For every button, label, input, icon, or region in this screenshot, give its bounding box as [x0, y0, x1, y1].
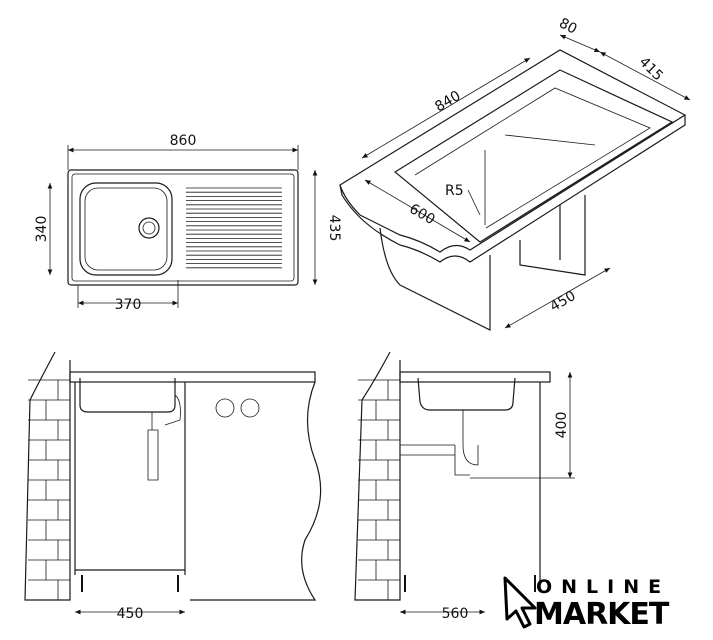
- front-elevation: 450: [24, 351, 322, 622]
- wall-brick: [358, 519, 400, 540]
- logo-line1: ONLINE: [536, 576, 670, 598]
- wall-brick: [28, 519, 70, 540]
- wall-brick: [28, 559, 70, 580]
- wall-brick: [358, 579, 400, 600]
- dim-length: 840: [432, 88, 463, 115]
- cursor-icon: [503, 576, 537, 629]
- wall-brick: [28, 399, 70, 420]
- wall-brick: [28, 419, 70, 440]
- wall-brick: [358, 439, 400, 460]
- dim-height: 400: [554, 412, 570, 439]
- iso-view: 840 80 415 R5 600 450: [339, 15, 691, 331]
- dim-width: 415: [636, 54, 666, 84]
- dim-depth: 435: [326, 215, 342, 242]
- wall-brick: [28, 479, 70, 500]
- wall-brick: [358, 399, 400, 420]
- dim-bowl-width: 370: [115, 297, 142, 313]
- side-elevation: 400 560: [354, 351, 575, 622]
- dim-cabinet-depth: 560: [442, 606, 469, 622]
- wall-brick: [28, 499, 70, 520]
- dim-width: 860: [170, 133, 197, 149]
- logo-line2: MARKET: [534, 597, 670, 632]
- wall-brick: [358, 499, 400, 520]
- wall-brick: [358, 559, 400, 580]
- wall-brick: [28, 579, 70, 600]
- wall-brick: [358, 379, 400, 400]
- dim-bowl-length: 600: [406, 201, 437, 228]
- wall-brick: [28, 379, 70, 400]
- wall-brick: [28, 539, 70, 560]
- dim-rim: 80: [556, 15, 579, 37]
- wall-brick: [28, 439, 70, 460]
- dim-cabinet: 450: [547, 288, 578, 315]
- wall-brick: [358, 419, 400, 440]
- online-market-logo: ONLINE MARKET: [503, 576, 671, 632]
- plan-view: 860 340 435 370: [34, 133, 342, 313]
- wall-brick: [28, 459, 70, 480]
- wall-brick: [358, 479, 400, 500]
- dim-radius: R5: [445, 183, 464, 199]
- wall-brick: [358, 459, 400, 480]
- dim-cabinet-width: 450: [117, 606, 144, 622]
- wall-brick: [358, 539, 400, 560]
- dim-bowl-depth: 340: [34, 216, 50, 243]
